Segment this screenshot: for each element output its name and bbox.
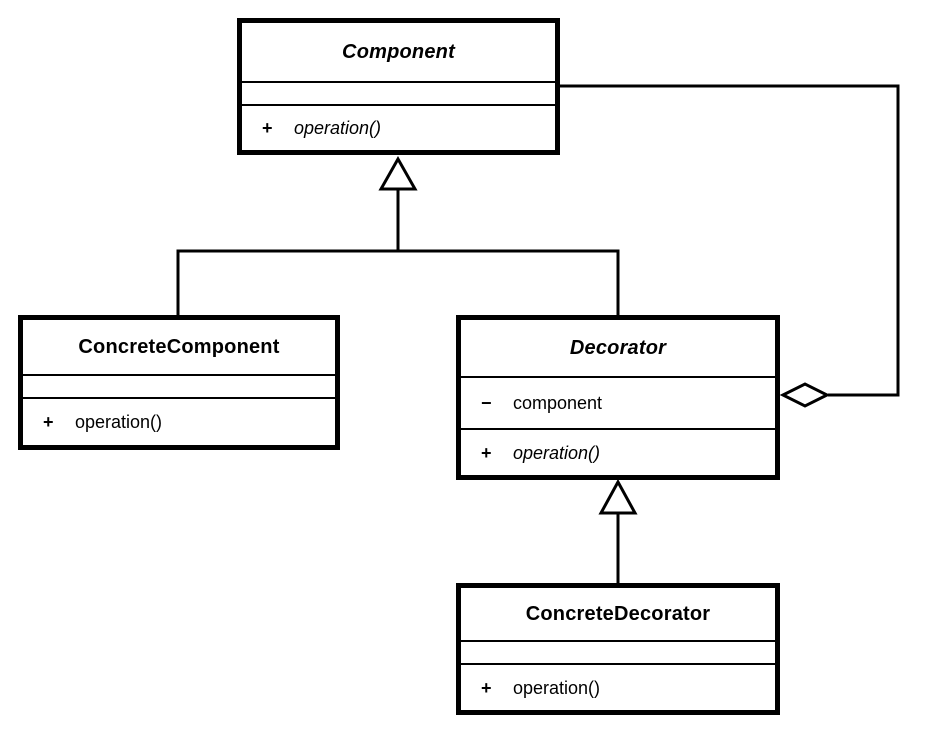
class-box-component: Component + operation() bbox=[237, 18, 560, 155]
aggregation-diamond-icon bbox=[779, 382, 831, 408]
visibility-sign: − bbox=[481, 393, 492, 413]
methods-section: + operation() bbox=[242, 106, 555, 150]
inheritance-triangle-icon-component bbox=[378, 155, 418, 191]
class-name: Decorator bbox=[569, 336, 667, 359]
class-box-decorator: Decorator − component + operation() bbox=[456, 315, 780, 480]
generalization-branch-line bbox=[176, 249, 620, 316]
attributes-section bbox=[23, 374, 335, 399]
class-name: Component bbox=[342, 40, 455, 63]
attribute-row: − component bbox=[461, 394, 775, 412]
class-box-concrete-component: ConcreteComponent + operation() bbox=[18, 315, 340, 450]
method-name: operation() bbox=[513, 442, 601, 463]
visibility-sign: + bbox=[43, 412, 54, 432]
attributes-section bbox=[242, 81, 555, 106]
attributes-section bbox=[461, 640, 775, 665]
method-name: operation() bbox=[294, 118, 382, 138]
visibility-sign: + bbox=[262, 118, 273, 138]
method-row: + operation() bbox=[461, 444, 775, 462]
class-name: ConcreteDecorator bbox=[525, 602, 711, 625]
attributes-section: − component bbox=[461, 376, 775, 430]
visibility-sign: + bbox=[481, 442, 492, 463]
inheritance-triangle-icon-decorator bbox=[598, 478, 638, 515]
class-box-concrete-decorator: ConcreteDecorator + operation() bbox=[456, 583, 780, 715]
method-name: operation() bbox=[513, 677, 601, 698]
method-row: + operation() bbox=[242, 119, 555, 137]
methods-section: + operation() bbox=[461, 430, 775, 475]
method-name: operation() bbox=[75, 412, 163, 432]
methods-section: + operation() bbox=[461, 665, 775, 710]
attribute-name: component bbox=[513, 393, 603, 413]
aggregation-line bbox=[560, 84, 900, 397]
methods-section: + operation() bbox=[23, 399, 335, 445]
visibility-sign: + bbox=[481, 677, 492, 698]
method-row: + operation() bbox=[23, 413, 335, 431]
class-name: ConcreteComponent bbox=[78, 335, 280, 358]
method-row: + operation() bbox=[461, 679, 775, 697]
